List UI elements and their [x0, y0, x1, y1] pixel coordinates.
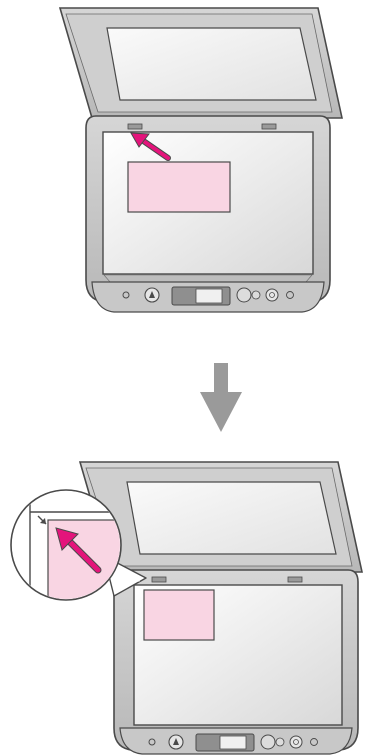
control-panel-bottom	[119, 727, 353, 755]
document-icon	[143, 589, 215, 641]
scanner-bottom	[78, 461, 363, 755]
scanner-lid-bottom	[78, 461, 363, 573]
scanner-lid-top	[58, 7, 343, 119]
document-icon	[127, 161, 231, 213]
magenta-arrow-icon	[130, 132, 171, 161]
magenta-arrow-icon	[55, 527, 102, 574]
corner-mark-icon	[37, 515, 47, 525]
scanner-top	[58, 7, 343, 313]
lcd-screen-icon	[195, 288, 223, 304]
dial-icon	[236, 287, 252, 303]
control-panel-top	[91, 281, 325, 313]
down-arrow-icon	[200, 363, 242, 432]
dial-icon	[260, 734, 276, 750]
scanner-base-top	[85, 115, 331, 313]
zoom-callout-icon	[10, 489, 147, 601]
lcd-screen-icon	[219, 735, 247, 750]
